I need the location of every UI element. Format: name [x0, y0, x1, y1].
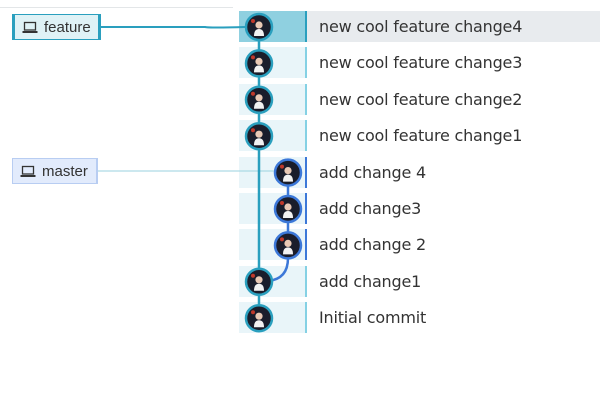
- graph-cell: [239, 120, 305, 152]
- commit-message: new cool feature change2: [319, 89, 523, 109]
- graph-cell: [239, 83, 305, 115]
- commit-row[interactable]: add change 2: [239, 229, 600, 261]
- laptop-icon: [20, 165, 36, 177]
- laptop-icon: [22, 21, 38, 33]
- row-separator: [305, 11, 307, 42]
- row-separator: [305, 302, 307, 334]
- branch-label: feature: [44, 18, 91, 36]
- row-separator: [305, 120, 307, 152]
- branch-tag-master[interactable]: master: [12, 158, 98, 184]
- graph-cell: [239, 265, 305, 297]
- row-separator: [305, 229, 307, 261]
- graph-cell: [239, 156, 305, 188]
- branch-tag-feature[interactable]: feature: [12, 14, 101, 40]
- commit-message: Initial commit: [319, 308, 427, 328]
- commit-message: add change3: [319, 199, 422, 218]
- commit-message: new cool feature change4: [319, 17, 523, 36]
- commit-row[interactable]: Initial commit: [239, 302, 600, 334]
- graph-cell: [239, 47, 305, 79]
- selected-row-highlight: [307, 11, 600, 42]
- commit-message: new cool feature change3: [319, 53, 523, 73]
- row-separator: [305, 83, 307, 115]
- commit-row[interactable]: new cool feature change4: [239, 11, 600, 42]
- top-divider: [0, 7, 233, 8]
- feature-tag-connector: [101, 26, 246, 29]
- commit-message: add change 4: [319, 162, 426, 182]
- commit-row[interactable]: add change1: [239, 265, 600, 297]
- row-separator: [305, 156, 307, 188]
- commit-row[interactable]: new cool feature change2: [239, 83, 600, 115]
- branch-label: master: [42, 162, 88, 180]
- commit-message: add change 2: [319, 235, 426, 255]
- commit-row[interactable]: add change 4: [239, 156, 600, 188]
- commit-message: add change1: [319, 271, 422, 291]
- row-separator: [305, 265, 307, 297]
- graph-cell: [239, 229, 305, 261]
- graph-cell: [239, 302, 305, 334]
- graph-cell: [239, 11, 305, 42]
- row-separator: [305, 193, 307, 224]
- commit-row[interactable]: new cool feature change1: [239, 120, 600, 152]
- commit-row[interactable]: new cool feature change3: [239, 47, 600, 79]
- commit-message: new cool feature change1: [319, 126, 523, 146]
- commit-row[interactable]: add change3: [239, 193, 600, 224]
- row-separator: [305, 47, 307, 79]
- graph-cell: [239, 193, 305, 224]
